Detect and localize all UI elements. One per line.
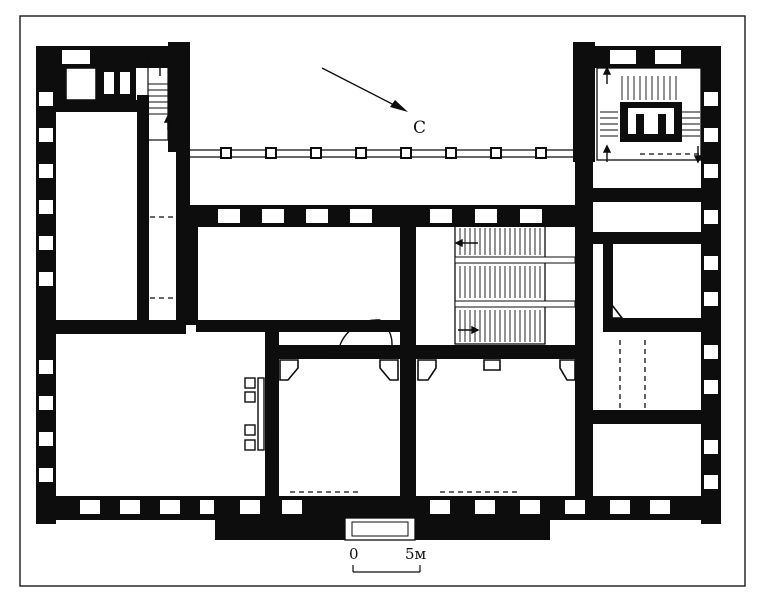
wall-right-wing-west-upper xyxy=(573,42,595,162)
wall-right-wing-top xyxy=(573,46,721,68)
colonnade xyxy=(190,147,575,159)
wall-central-mid-left xyxy=(196,320,406,332)
opening-dashes xyxy=(62,153,700,493)
wall-left-wing-east-upper xyxy=(168,42,190,152)
wall-right-room-4 xyxy=(585,410,701,424)
left-staircase xyxy=(147,47,169,141)
wall-right-room-inner xyxy=(603,244,613,328)
north-label: С xyxy=(413,118,426,138)
window-openings xyxy=(39,50,718,514)
hall-fixtures xyxy=(244,377,265,451)
scale-bar xyxy=(352,565,421,573)
right-staircase xyxy=(596,67,702,161)
walls xyxy=(36,42,721,540)
wall-right-room-3 xyxy=(603,318,701,332)
wall-left-wing-inner xyxy=(137,95,149,327)
wall-central-corridor xyxy=(275,345,585,359)
wall-left-wing-stub xyxy=(56,68,66,100)
wall-central-spine xyxy=(400,220,416,510)
wall-left-wing-top xyxy=(36,46,188,68)
wall-hall-west xyxy=(265,330,279,510)
door-swing xyxy=(329,319,411,346)
wall-right-room-1 xyxy=(593,188,701,202)
entrance xyxy=(344,517,416,541)
drawing-frame xyxy=(19,15,746,587)
wall-right-room-2 xyxy=(593,232,701,244)
stair-arrows xyxy=(155,56,703,335)
north-arrow xyxy=(321,67,408,112)
main-staircase xyxy=(454,225,576,345)
left-fixtures xyxy=(65,66,136,101)
corner-stoves xyxy=(279,302,624,381)
wall-left-wing-bottom xyxy=(56,320,186,334)
wall-left-wing-room-top xyxy=(56,100,140,112)
north-arrow-head xyxy=(390,100,408,112)
scale-start-label: 0 xyxy=(349,545,359,563)
wall-central-west xyxy=(186,225,198,325)
scale-end-label: 5м xyxy=(405,545,427,563)
